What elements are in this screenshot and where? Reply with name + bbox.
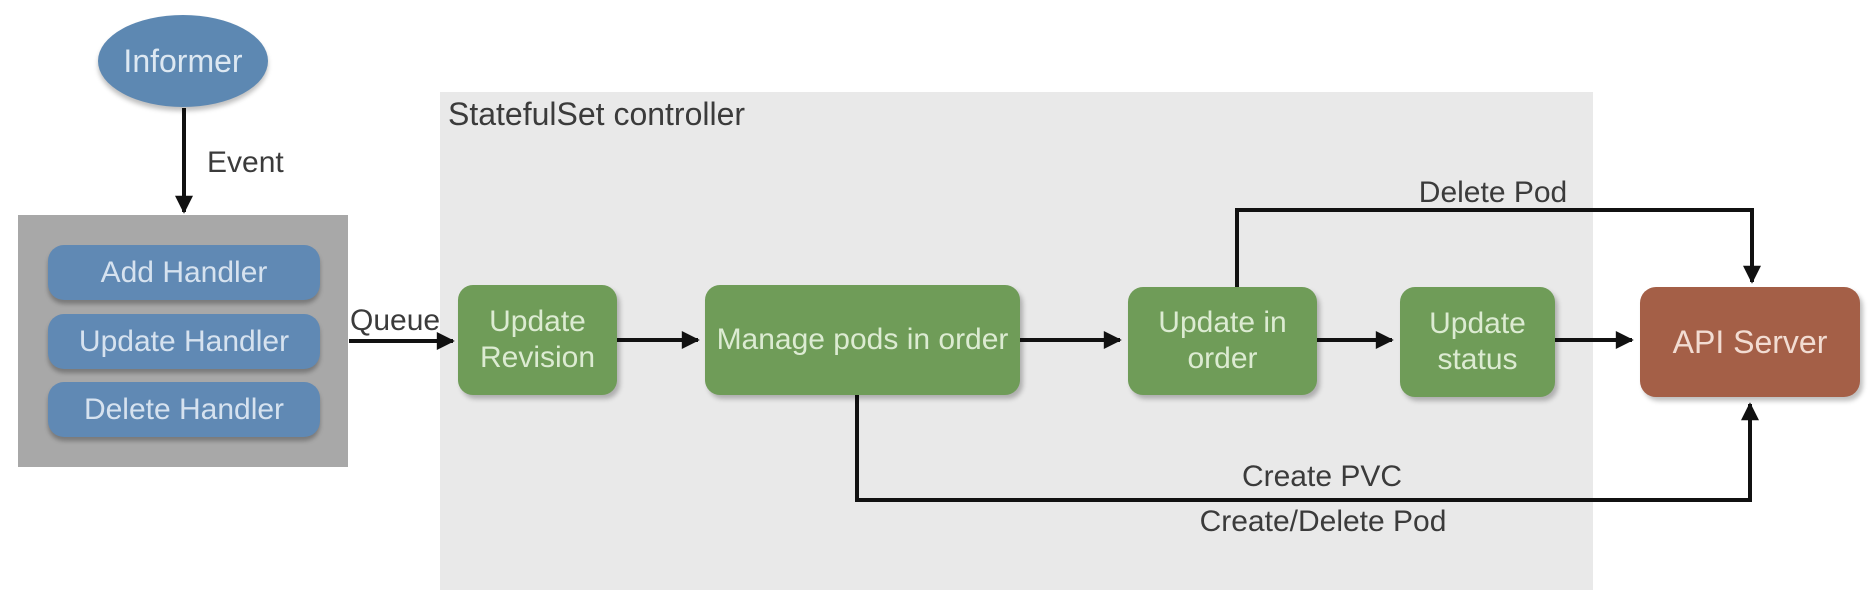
edge-label-event: Event xyxy=(207,146,284,179)
node-informer-label: Informer xyxy=(123,42,243,79)
statefulset-controller-title: StatefulSet controller xyxy=(448,96,746,132)
node-manage-pods-in-order: Manage pods in order xyxy=(705,285,1020,395)
node-update-handler: Update Handler xyxy=(48,314,320,369)
node-informer: Informer xyxy=(98,15,268,107)
node-update-revision-label: Update Revision xyxy=(479,305,596,374)
node-update-handler-label: Update Handler xyxy=(78,324,290,358)
node-update-in-order: Update in order xyxy=(1128,287,1317,395)
node-manage-pods-in-order-label: Manage pods in order xyxy=(716,323,1009,356)
node-update-in-order-label: Update in order xyxy=(1158,306,1287,375)
edge-label-create-pvc: Create PVC xyxy=(1241,460,1403,493)
handlers-container: Add Handler Update Handler Delete Handle… xyxy=(18,215,348,467)
edge-label-queue: Queue xyxy=(350,304,441,337)
node-api-server-label: API Server xyxy=(1672,323,1828,360)
node-update-status-label: Update status xyxy=(1429,307,1526,376)
node-delete-handler-label: Delete Handler xyxy=(83,392,285,426)
node-api-server: API Server xyxy=(1640,287,1860,397)
edge-label-delete-pod: Delete Pod xyxy=(1418,176,1568,209)
node-add-handler: Add Handler xyxy=(48,245,320,300)
node-update-status: Update status xyxy=(1400,287,1555,397)
node-delete-handler: Delete Handler xyxy=(48,382,320,437)
node-update-revision: Update Revision xyxy=(458,285,617,395)
node-add-handler-label: Add Handler xyxy=(100,255,268,289)
edge-label-create-delete-pod: Create/Delete Pod xyxy=(1199,505,1447,538)
